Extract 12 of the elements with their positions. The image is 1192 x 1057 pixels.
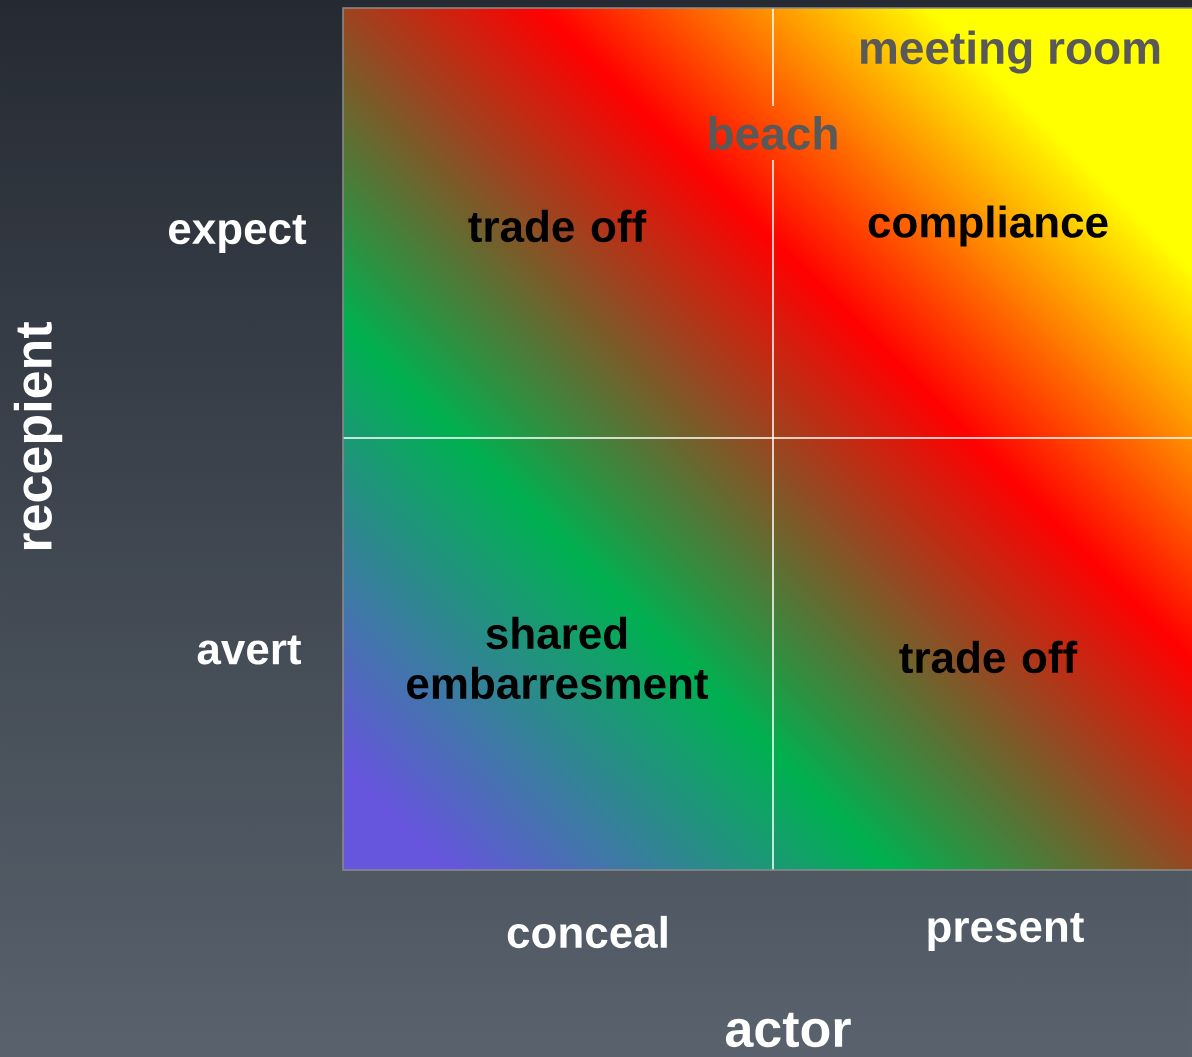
quadrant-cell: compliance <box>868 205 1108 247</box>
quadrant-cell: trade off <box>899 640 1078 674</box>
axis-value-label: present <box>928 913 1084 951</box>
quadrant-cell: trade off <box>468 209 647 243</box>
axis-title: recepient <box>13 322 63 550</box>
axis-value-label: conceal <box>507 915 667 949</box>
quadrant-cell: shared embarresment <box>407 616 709 700</box>
axis-value-label: expect <box>169 215 307 253</box>
place-label: meeting room <box>860 30 1160 74</box>
axis-title: actor <box>725 1012 851 1048</box>
axis-value-label: avert <box>197 635 302 665</box>
place-label: beach <box>709 116 837 150</box>
